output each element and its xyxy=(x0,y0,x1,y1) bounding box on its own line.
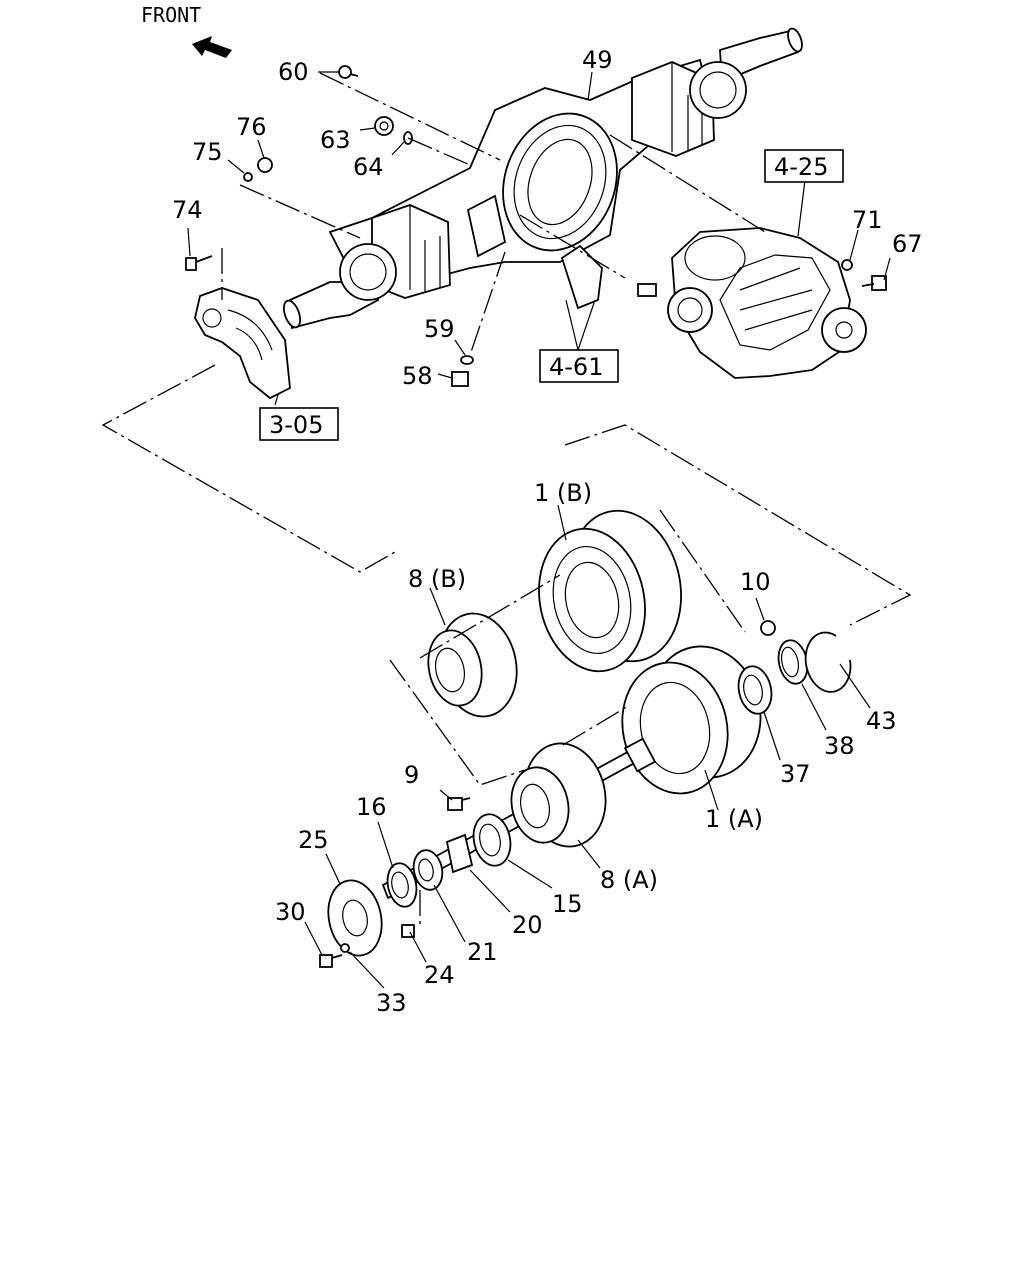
callout-1a: 1 (A) xyxy=(705,805,763,833)
callout-1b: 1 (B) xyxy=(534,479,592,507)
callout-76: 76 xyxy=(236,113,267,141)
callout-8b: 8 (B) xyxy=(408,565,466,593)
ref-label-4-61: 4-61 xyxy=(549,353,603,381)
callout-64: 64 xyxy=(353,153,384,181)
callout-38: 38 xyxy=(824,732,855,760)
nut-76 xyxy=(257,157,273,173)
front-arrow-icon xyxy=(192,36,232,58)
ref-box-4-61[interactable]: 4-61 xyxy=(539,349,619,383)
axle-flange-25 xyxy=(327,879,383,957)
bolt-30 xyxy=(319,954,343,968)
washer-71 xyxy=(841,259,853,271)
brake-drum-b xyxy=(538,509,682,673)
callout-20: 20 xyxy=(512,911,543,939)
callout-30: 30 xyxy=(275,898,306,926)
callout-8a: 8 (A) xyxy=(600,866,658,894)
callout-25: 25 xyxy=(298,826,329,854)
oil-seal-38 xyxy=(777,639,809,685)
assembly-phantom-lines xyxy=(101,72,912,925)
bolt-74 xyxy=(185,255,213,271)
nut-63 xyxy=(374,116,394,136)
bearing-15 xyxy=(472,813,512,867)
ref-box-4-25[interactable]: 4-25 xyxy=(764,149,844,183)
callout-43: 43 xyxy=(866,707,897,735)
ref-label-3-05: 3-05 xyxy=(269,411,323,439)
washer-75 xyxy=(243,172,253,182)
nut-58 xyxy=(451,371,469,387)
callout-58: 58 xyxy=(402,362,433,390)
callout-labels: 60 49 76 75 63 64 74 71 67 59 58 1 (B) 8… xyxy=(172,46,923,1017)
lock-plate-20 xyxy=(445,833,474,874)
callout-21: 21 xyxy=(467,938,498,966)
callout-10: 10 xyxy=(740,568,771,596)
wheel-hub-a xyxy=(510,742,607,848)
callout-71: 71 xyxy=(852,206,883,234)
callout-59: 59 xyxy=(424,315,455,343)
bolt-9 xyxy=(447,797,471,811)
bolt-67 xyxy=(861,275,887,291)
bolt-60 xyxy=(338,65,359,79)
callout-16: 16 xyxy=(356,793,387,821)
washer-33 xyxy=(340,943,350,953)
front-label: FRONT xyxy=(141,3,201,27)
callout-75: 75 xyxy=(192,138,223,166)
callout-60: 60 xyxy=(278,58,309,86)
axle-housing xyxy=(282,27,803,330)
lock-nut-21 xyxy=(412,849,444,891)
callout-33: 33 xyxy=(376,989,407,1017)
leader-lines xyxy=(187,71,891,989)
bolt-10 xyxy=(760,620,776,636)
callout-37: 37 xyxy=(780,760,811,788)
u-bolt-4-61 xyxy=(560,244,657,310)
callout-24: 24 xyxy=(424,961,455,989)
callout-9: 9 xyxy=(404,761,419,789)
callout-67: 67 xyxy=(892,230,923,258)
ref-box-3-05[interactable]: 3-05 xyxy=(259,407,339,441)
seal-16 xyxy=(386,862,418,908)
callout-15: 15 xyxy=(552,890,583,918)
callout-74: 74 xyxy=(172,196,203,224)
ref-label-4-25: 4-25 xyxy=(774,153,828,181)
bearing-37 xyxy=(737,665,773,715)
brake-mount-bracket xyxy=(194,287,291,400)
differential-carrier xyxy=(667,227,867,379)
washer-59 xyxy=(460,355,474,365)
callout-63: 63 xyxy=(320,126,351,154)
wheel-hub-b xyxy=(427,612,518,718)
callout-49: 49 xyxy=(582,46,613,74)
snap-ring-43 xyxy=(804,631,852,693)
